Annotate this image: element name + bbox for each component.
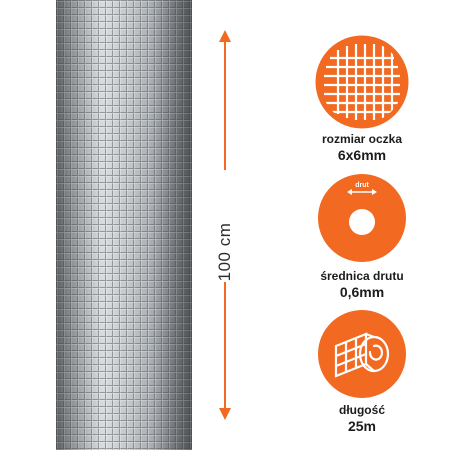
wire-diameter-label: średnica drutu xyxy=(320,269,404,283)
length-caption: długość 25m xyxy=(297,403,427,434)
wire-label: drut xyxy=(355,182,369,189)
mesh-size-caption: rozmiar oczka 6x6mm xyxy=(297,132,427,163)
arrow-up-icon xyxy=(219,30,231,42)
mesh-roll-icon xyxy=(314,306,410,402)
mesh-size-label: rozmiar oczka xyxy=(321,132,403,146)
height-label: 100 cm xyxy=(215,222,234,282)
wire-diameter-value: 0,6mm xyxy=(339,284,385,300)
wire-diameter-caption: średnica drutu 0,6mm xyxy=(297,269,427,300)
height-dimension: 100 cm xyxy=(205,30,245,420)
specs-panel: rozmiar oczka 6x6mm drut średnica drutu … xyxy=(300,0,450,450)
arrow-down-icon xyxy=(219,408,231,420)
length-label: długość xyxy=(338,403,385,417)
wire-ring-icon: drut xyxy=(314,170,410,266)
length-value: 25m xyxy=(347,418,377,434)
mesh-roll-image xyxy=(56,0,192,450)
mesh-size-value: 6x6mm xyxy=(337,147,387,163)
mesh-grid-icon xyxy=(314,34,410,130)
